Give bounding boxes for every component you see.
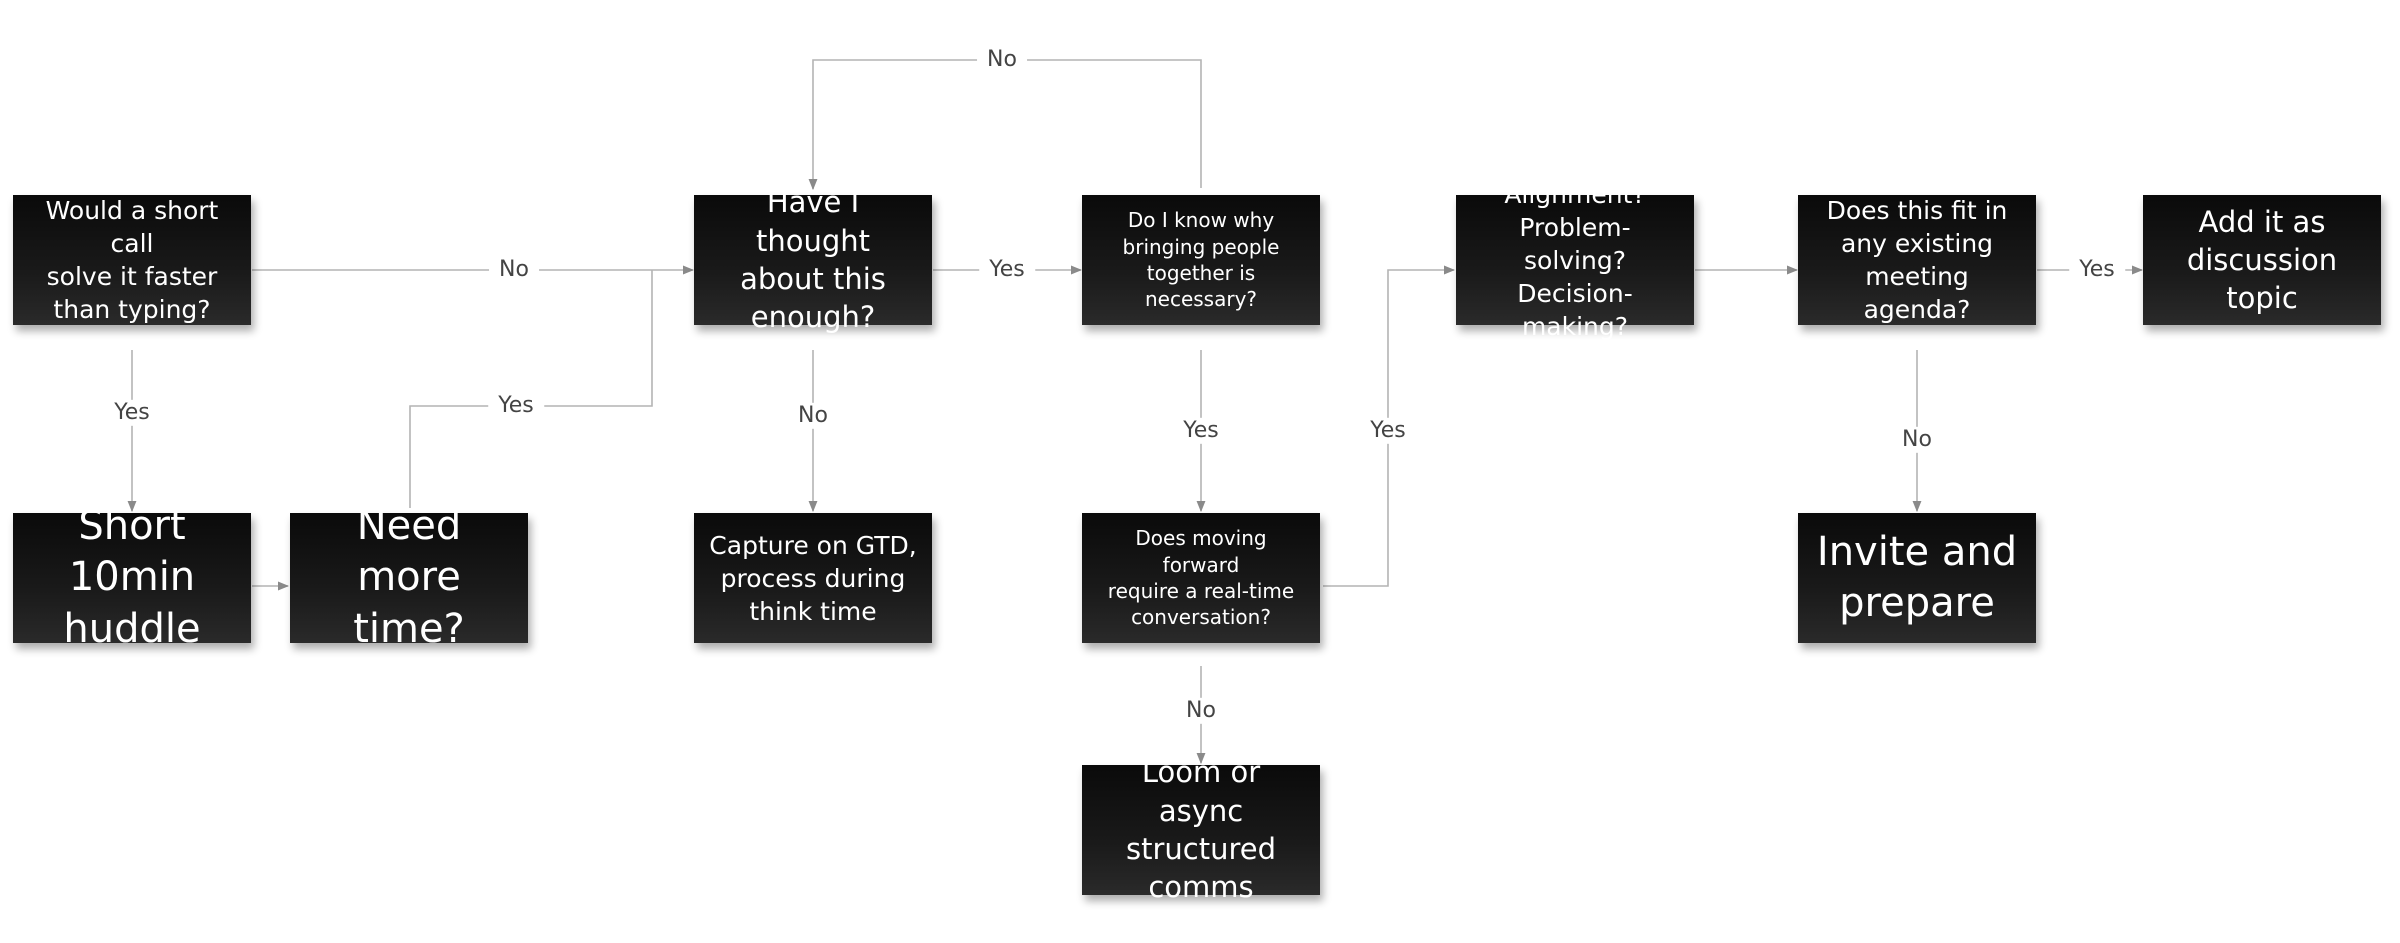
edge-label-realtime-no: No xyxy=(1176,697,1226,725)
edge-label-more-time-yes: Yes xyxy=(488,392,544,420)
node-thought-enough-question: Have I thought about this enough? xyxy=(694,185,932,334)
node-realtime-question: Does moving forward require a real-time … xyxy=(1082,513,1320,643)
node-short-call-question: Would a short call solve it faster than … xyxy=(13,195,251,325)
edge-label-agenda-yes: Yes xyxy=(2069,256,2125,284)
edge-more-time-yes xyxy=(409,270,653,508)
edge-label-call-no: No xyxy=(489,256,539,284)
node-realtime-question-text: Does moving forward require a real-time … xyxy=(1107,526,1295,630)
node-loom-async: Loom or async structured comms xyxy=(1082,755,1320,904)
node-meeting-type: Alignment? Problem-solving? Decision-mak… xyxy=(1456,180,1694,341)
node-short-huddle: Short 10min huddle xyxy=(13,503,251,652)
node-thought-enough-question-text: Have I thought about this enough? xyxy=(740,185,886,335)
node-fit-agenda-question: Does this fit in any existing meeting ag… xyxy=(1798,195,2036,325)
edge-label-thought-yes: Yes xyxy=(979,256,1035,284)
node-need-more-time-text: Need more time? xyxy=(353,503,465,652)
edge-loop-no xyxy=(808,59,1202,191)
node-loom-async-text: Loom or async structured comms xyxy=(1125,755,1276,905)
node-add-topic-text: Add it as discussion topic xyxy=(2186,204,2338,316)
edge-label-thought-no: No xyxy=(788,402,838,430)
node-invite-prepare-text: Invite and prepare xyxy=(1816,528,2018,626)
edge-label-know-yes: Yes xyxy=(1173,417,1229,445)
node-fit-agenda-question-text: Does this fit in any existing meeting ag… xyxy=(1826,196,2008,324)
node-need-more-time: Need more time? xyxy=(290,503,528,652)
node-short-huddle-text: Short 10min huddle xyxy=(63,503,201,652)
node-capture-gtd: Capture on GTD, process during think tim… xyxy=(694,513,932,643)
node-capture-gtd-text: Capture on GTD, process during think tim… xyxy=(709,530,917,626)
edge-label-loop-no: No xyxy=(977,46,1027,74)
node-know-why-question-text: Do I know why bringing people together i… xyxy=(1122,208,1280,312)
node-short-call-question-text: Would a short call solve it faster than … xyxy=(45,196,219,324)
node-meeting-type-text: Alignment? Problem-solving? Decision-mak… xyxy=(1504,179,1646,341)
node-know-why-question: Do I know why bringing people together i… xyxy=(1082,195,1320,325)
node-add-topic: Add it as discussion topic xyxy=(2143,195,2381,325)
edge-label-call-yes: Yes xyxy=(104,399,160,427)
edge-label-agenda-no: No xyxy=(1892,426,1942,454)
node-invite-prepare: Invite and prepare xyxy=(1798,513,2036,643)
edge-label-realtime-yes: Yes xyxy=(1360,417,1416,445)
